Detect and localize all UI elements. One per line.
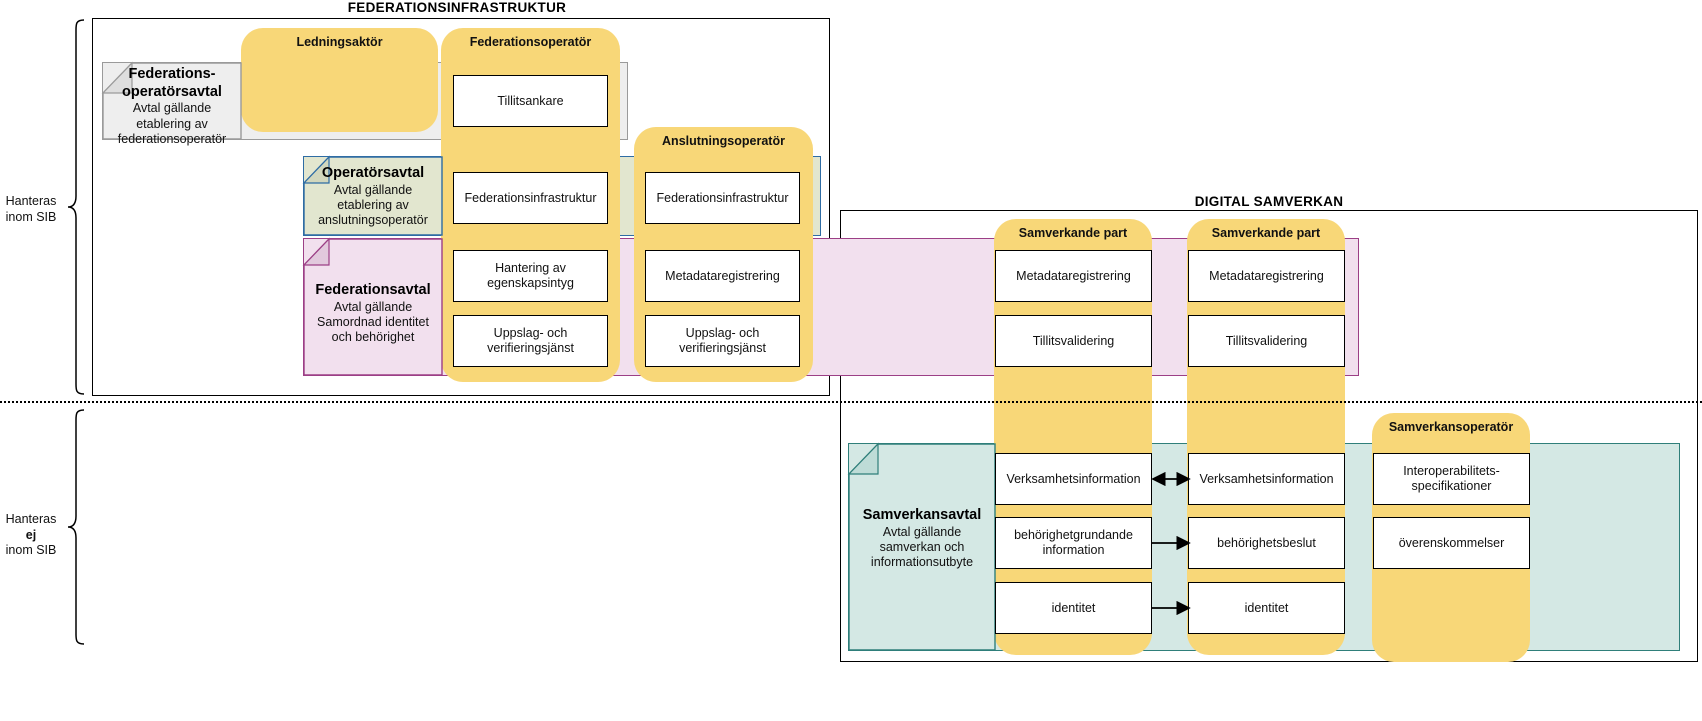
note-text-federationsoperatorsavtal: Federations- operatörsavtal Avtal gällan… [102,66,242,147]
cap-interoperabilitetsspecifikationer[interactable]: Interoperabilitets- specifikationer [1373,453,1530,505]
federation-section-frame [92,18,830,396]
note-title-federationsavtal: Federationsavtal [315,282,431,298]
bracket-hanteras-ej-inom-sib [67,409,85,645]
note-operatorsavtal [302,155,443,236]
cap-label-line2: specifikationer [1411,479,1492,493]
cap-metadataregistrering-ao[interactable]: Metadataregistrering [645,250,800,302]
note-text-federationsavtal: Federationsavtal Avtal gällande Samordna… [303,282,443,345]
bracket-ej-line2: inom SIB [5,543,57,558]
note-shape-federationsavtal [302,237,443,376]
note-sub-line2: etablering av [136,116,208,131]
cap-federationsinfrastruktur-ao[interactable]: Federationsinfrastruktur [645,172,800,224]
cap-uppslag-verifiering-fo[interactable]: Uppslag- och verifieringsjänst [453,315,608,367]
note-shape-federationsoperatorsavtal [101,61,242,140]
note-text-operatorsavtal: Operatörsavtal Avtal gällande etablering… [303,165,443,228]
lane-label-federationsoperator: Federationsoperatör [469,35,592,49]
lane-label-anslutningsoperator: Anslutningsoperatör [662,134,785,148]
cap-label: behörighetsbeslut [1217,535,1316,550]
note-title-line2: operatörsavtal [122,83,222,100]
note-sub1-federationsavtal: Avtal gällande [333,299,413,314]
note-title-line1: Federations- [128,66,216,82]
cap-verksamhetsinformation-sp1[interactable]: Verksamhetsinformation [995,453,1152,505]
cap-label: Metadataregistrering [1209,268,1324,283]
bracket-line2: inom SIB [5,209,57,224]
note-sub-line3: federationsoperatör [117,131,227,146]
lane-ledningsaktor[interactable] [241,28,438,132]
cap-identitet-sp2[interactable]: identitet [1188,582,1345,634]
lane-label-ledningsaktor: Ledningsaktör [296,35,383,49]
cap-label: Tillitsankare [497,93,564,108]
bracket-hanteras-inom-sib [67,19,85,395]
note-shape-samverkansavtal [847,442,996,651]
note-sub2-federationsavtal: Samordnad identitet [317,314,429,329]
note-sub-line1: Avtal gällande [132,101,212,116]
cap-tillitsvalidering-sp1[interactable]: Tillitsvalidering [995,315,1152,367]
cap-identitet-sp1[interactable]: identitet [995,582,1152,634]
note-text-samverkansavtal: Samverkansavtal Avtal gällande samverkan… [848,507,996,570]
cap-label-line2: verifieringsjänst [487,341,574,355]
note-sub1-samverkansavtal: Avtal gällande [882,524,962,539]
cap-verksamhetsinformation-sp2[interactable]: Verksamhetsinformation [1188,453,1345,505]
cap-metadataregistrering-sp2[interactable]: Metadataregistrering [1188,250,1345,302]
cap-label: Federationsinfrastruktur [464,190,597,205]
digital-section-title: DIGITAL SAMVERKAN [1194,194,1344,209]
cap-label: identitet [1051,600,1096,615]
cap-label: Federationsinfrastruktur [656,190,789,205]
federation-section-title: FEDERATIONSINFRASTRUKTUR [347,0,567,15]
cap-behorighetsbeslut-sp2[interactable]: behörighetsbeslut [1188,517,1345,569]
note-sub3-operatorsavtal: anslutningsoperatör [318,213,428,228]
bracket-label-hanteras-ej-inom-sib: Hanteras ej inom SIB [0,512,62,559]
cap-label: Verksamhetsinformation [1006,471,1141,486]
cap-label-line1: Interoperabilitets- [1403,464,1500,478]
cap-hantering-egenskapsintyg[interactable]: Hantering av egenskapsintyg [453,250,608,302]
cap-uppslag-verifiering-ao[interactable]: Uppslag- och verifieringsjänst [645,315,800,367]
cap-label: Tillitsvalidering [1225,333,1308,348]
sib-boundary-divider [0,401,1702,403]
cap-label-line1: Uppslag- och [493,326,568,340]
note-sub2-operatorsavtal: etablering av [337,197,409,212]
bracket-label-hanteras-inom-sib: Hanteras inom SIB [0,194,62,225]
cap-label: Tillitsvalidering [1032,333,1115,348]
cap-label-line1: behörighetgrundande [1014,528,1133,542]
note-sub1-operatorsavtal: Avtal gällande [333,182,413,197]
cap-label: identitet [1244,600,1289,615]
cap-overenskommelser[interactable]: överenskommelser [1373,517,1530,569]
cap-tillitsankare[interactable]: Tillitsankare [453,75,608,127]
digital-section-frame [840,210,1698,662]
cap-behorighetgrundande-sp1[interactable]: behörighetgrundande information [995,517,1152,569]
note-sub3-federationsavtal: och behörighet [331,330,415,345]
cap-label: Verksamhetsinformation [1199,471,1334,486]
note-sub2-samverkansavtal: samverkan och [879,539,965,554]
cap-metadataregistrering-sp1[interactable]: Metadataregistrering [995,250,1152,302]
cap-tillitsvalidering-sp2[interactable]: Tillitsvalidering [1188,315,1345,367]
note-federationsavtal [302,237,443,376]
lane-label-samverkande-part-1: Samverkande part [1018,226,1128,240]
cap-federationsinfrastruktur-fo[interactable]: Federationsinfrastruktur [453,172,608,224]
connector-layer [1151,471,1191,616]
note-sub3-samverkansavtal: informationsutbyte [870,555,974,570]
cap-label-line2: egenskapsintyg [487,276,574,290]
cap-label-line1: Hantering av [495,261,566,275]
cap-label: Metadataregistrering [665,268,780,283]
lane-label-samverkande-part-2: Samverkande part [1211,226,1321,240]
cap-label-line1: Uppslag- och [685,326,760,340]
note-shape-operatorsavtal [302,155,443,236]
bracket-ej-text: Hanteras ej [5,512,57,542]
cap-label-line2: verifieringsjänst [679,341,766,355]
cap-label: överenskommelser [1398,535,1505,550]
note-samverkansavtal [847,442,996,651]
cap-label-line2: information [1042,543,1105,557]
note-federationsoperatorsavtal [101,61,242,140]
lane-label-samverkansoperator: Samverkansoperatör [1388,420,1514,434]
bracket-ej-line1: Hanteras ej [0,512,62,543]
note-title-samverkansavtal: Samverkansavtal [862,507,982,523]
bracket-line1: Hanteras [5,194,57,208]
cap-label: Metadataregistrering [1016,268,1131,283]
note-title-operatorsavtal: Operatörsavtal [321,165,425,181]
